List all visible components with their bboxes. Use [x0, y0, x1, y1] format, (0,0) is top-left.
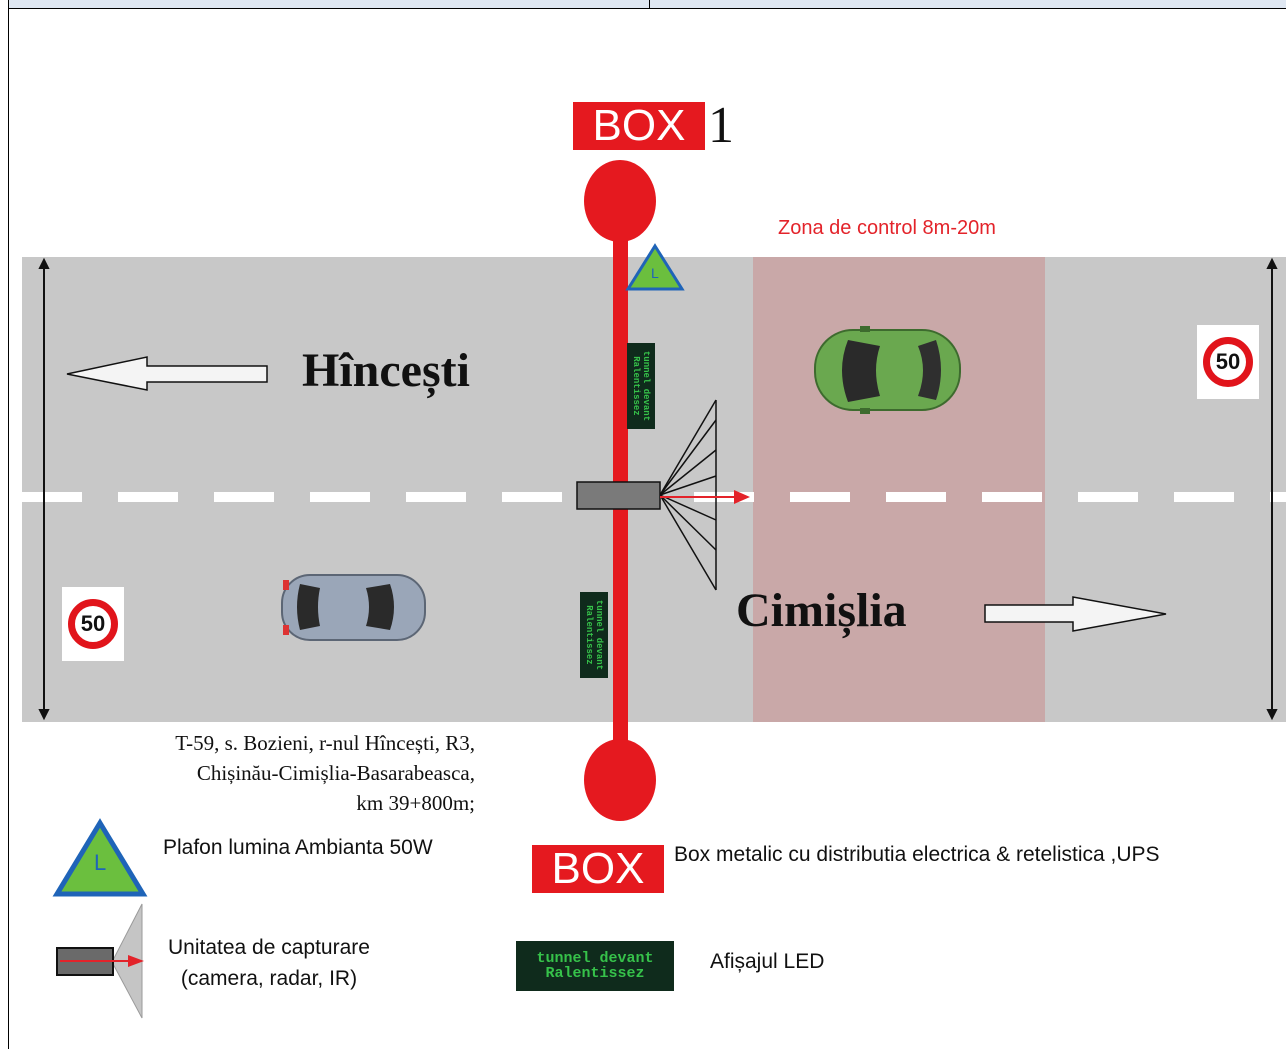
location-line-1: T-59, s. Bozieni, r-nul Hîncești, R3,: [175, 731, 475, 755]
table-top-strip: [8, 0, 1286, 9]
legend-led-text: Afișajul LED: [710, 950, 825, 973]
capture-unit: [576, 399, 750, 591]
east-direction-arrow: [984, 596, 1167, 632]
legend-capture-text: Unitatea de capturare (camera, radar, IR…: [168, 932, 370, 994]
legend-capture-line-2: (camera, radar, IR): [180, 967, 358, 990]
legend-led-icon: tunnel devant Ralentissez: [516, 941, 674, 991]
city-west-label: Hîncești: [302, 344, 470, 397]
legend-capture-line-1: Unitatea de capturare: [168, 936, 370, 959]
table-left-border: [8, 0, 9, 1049]
road-width-left-arrow: [38, 257, 50, 721]
city-east-label: Cimișlia: [736, 584, 907, 637]
location-line-3: km 39+800m;: [356, 791, 475, 815]
location-text: T-59, s. Bozieni, r-nul Hîncești, R3, Ch…: [60, 728, 475, 818]
speed-limit-sign-west: 50: [62, 587, 124, 661]
legend-lamp-letter: L: [94, 850, 106, 875]
speed-limit-sign-east: 50: [1197, 325, 1259, 399]
lamp-icon: [625, 243, 685, 291]
legend-capture-icon: [56, 903, 144, 1019]
pole-top-base: [584, 160, 656, 242]
legend-box-text: Box metalic cu distributia electrica & r…: [674, 843, 1160, 866]
control-zone-label: Zona de control 8m-20m: [778, 217, 996, 239]
green-car: [814, 326, 961, 414]
box1-number: 1: [708, 97, 734, 154]
legend-box-icon: BOX: [532, 845, 664, 893]
pole-bottom-base: [584, 739, 656, 821]
legend-lamp-text: Plafon lumina Ambianta 50W: [163, 836, 433, 859]
location-line-2: Chișinău-Cimișlia-Basarabeasca,: [196, 761, 475, 785]
silver-car: [281, 574, 426, 641]
box1-label: BOX: [573, 102, 705, 150]
lamp-icon-letter: L: [651, 265, 659, 281]
road-width-right-arrow: [1266, 257, 1278, 721]
legend-lamp-icon: [52, 818, 148, 897]
west-direction-arrow: [66, 356, 268, 391]
